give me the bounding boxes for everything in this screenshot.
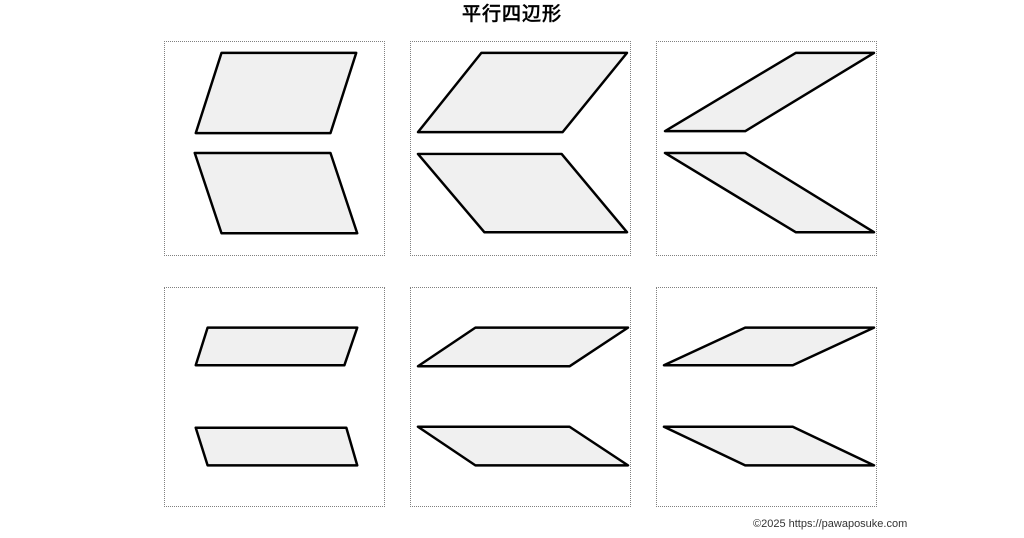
parallelogram-canvas <box>662 326 876 467</box>
shape-card <box>656 41 877 256</box>
parallelogram-bottom <box>662 425 876 467</box>
parallelogram-bottom <box>416 152 629 234</box>
parallelogram-canvas <box>194 326 359 467</box>
parallelogram-bottom <box>663 151 876 234</box>
parallelogram-canvas <box>416 326 630 467</box>
parallelogram-top <box>194 51 358 135</box>
parallelogram-top <box>416 326 630 368</box>
shape-card <box>656 287 877 507</box>
parallelogram-bottom <box>193 151 359 235</box>
copyright-text: ©2025 https://pawaposuke.com <box>753 518 908 530</box>
parallelogram-top <box>662 326 876 367</box>
shape-card <box>164 287 385 507</box>
parallelogram-bottom <box>416 425 630 467</box>
page-title: 平行四辺形 <box>461 4 562 25</box>
shape-card <box>164 41 385 256</box>
parallelogram-bottom <box>194 426 359 467</box>
shape-card <box>410 41 631 256</box>
parallelogram-top <box>194 326 359 367</box>
parallelogram-canvas <box>663 51 876 234</box>
parallelogram-canvas <box>193 51 359 235</box>
parallelogram-top <box>663 51 876 133</box>
shape-card <box>410 287 631 507</box>
parallelogram-canvas <box>416 51 629 234</box>
parallelogram-top <box>416 51 629 134</box>
